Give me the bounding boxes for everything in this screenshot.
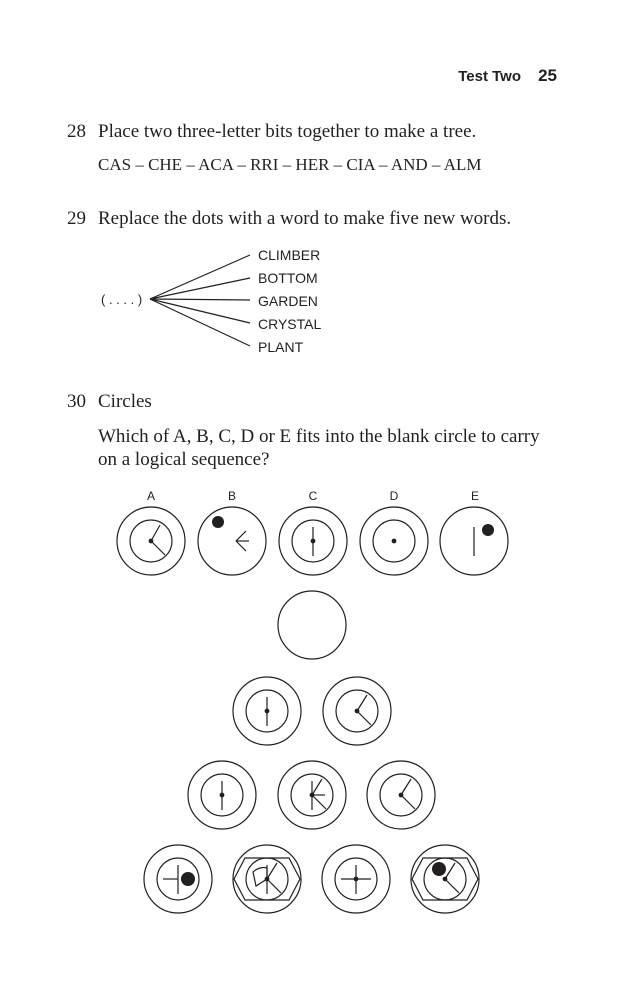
row4-circle-1 [143,844,213,914]
row2-circle-1 [232,676,302,746]
option-d-figure[interactable] [359,506,429,576]
option-e-figure[interactable] [439,506,509,576]
word-climber: CLIMBER [258,247,321,263]
row3-circle-1 [187,760,257,830]
question-29-number: 29 [67,208,86,229]
question-28-options: CAS – CHE – ACA – RRI – HER – CIA – AND … [98,155,482,174]
question-30-prompt-line2: on a logical sequence? [98,449,270,470]
option-label-b: B [227,489,236,503]
row4-circle-2 [232,844,302,914]
option-label-e: E [470,489,479,503]
blank-circle [277,590,347,660]
row3-circle-3 [366,760,436,830]
option-b-figure[interactable] [197,506,267,576]
question-28-prompt: Place two three-letter bits together to … [98,121,477,142]
option-a-figure[interactable] [116,506,186,576]
running-header-test-name: Test Two [458,68,521,85]
page-number: 25 [538,66,557,85]
word-crystal: CRYSTAL [258,316,322,332]
option-label-d: D [389,489,399,503]
word-bottom: BOTTOM [258,270,318,286]
option-c-figure[interactable] [278,506,348,576]
word-garden: GARDEN [258,293,318,309]
question-29-prompt: Replace the dots with a word to make fiv… [98,208,512,229]
question-30-prompt-line1: Which of A, B, C, D or E fits into the b… [98,426,540,447]
option-label-c: C [308,489,318,503]
dots-placeholder: ( . . . . ) [101,292,143,307]
row4-circle-4 [410,844,480,914]
row2-circle-2 [322,676,392,746]
question-30-title: Circles [98,391,152,412]
option-label-a: A [146,489,155,503]
question-28-number: 28 [67,121,86,142]
word-plant: PLANT [258,339,304,355]
row4-circle-3 [321,844,391,914]
question-30-number: 30 [67,391,86,412]
fan-lines [149,254,251,347]
row3-circle-2 [277,760,347,830]
